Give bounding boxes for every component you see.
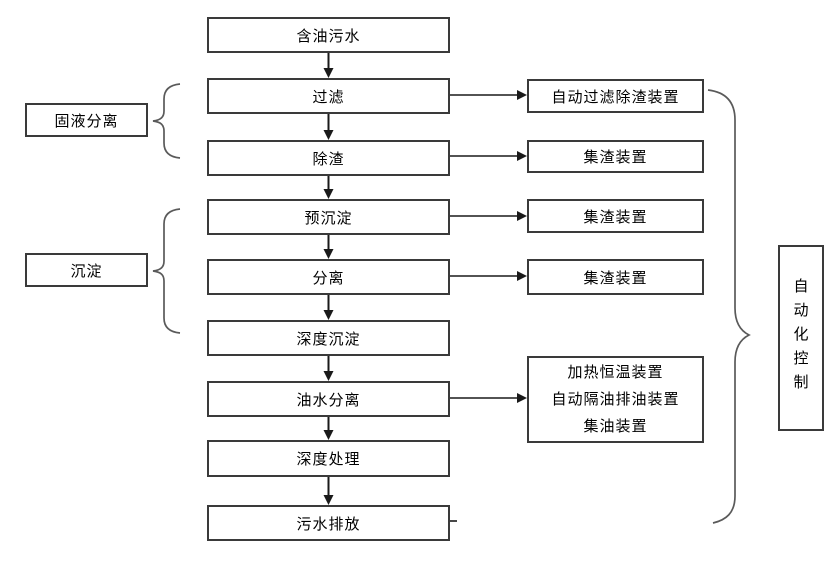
device-label: 集渣装置 <box>583 148 648 166</box>
side-arrow-4 <box>450 271 527 281</box>
brace-automation-control <box>707 89 751 524</box>
step-oily-wastewater: 含油污水 <box>207 17 450 53</box>
step-slag-removal: 除渣 <box>207 140 450 176</box>
step-filtration: 过滤 <box>207 78 450 114</box>
down-arrow-3 <box>323 172 334 199</box>
step-oil-water-separation: 油水分离 <box>207 381 450 417</box>
step-label: 污水排放 <box>296 514 361 533</box>
down-arrow-4 <box>323 233 334 259</box>
side-arrow-2 <box>450 151 527 161</box>
brace-solid-liquid-separation <box>152 83 181 159</box>
down-arrow-6 <box>323 353 334 381</box>
step-label: 油水分离 <box>296 390 361 409</box>
device-label-line: 加热恒温装置 <box>567 363 664 381</box>
stage-label: 沉淀 <box>70 261 103 280</box>
step-pre-sedimentation: 预沉淀 <box>207 199 450 235</box>
device-auto-filter-slag-removal: 自动过滤除渣装置 <box>527 79 704 113</box>
automation-control-label: 自动化控制 <box>791 278 810 398</box>
step-advanced-treatment: 深度处理 <box>207 440 450 477</box>
device-label: 集渣装置 <box>583 268 648 287</box>
side-arrow-5 <box>450 393 527 403</box>
down-arrow-5 <box>323 293 334 320</box>
down-arrow-2 <box>323 113 334 140</box>
device-label-line: 集油装置 <box>583 417 648 435</box>
step-label: 分离 <box>312 268 345 287</box>
step-label: 预沉淀 <box>304 208 353 227</box>
down-arrow-8 <box>323 477 334 505</box>
step-label: 含油污水 <box>296 26 361 45</box>
stage-label-solid-liquid-separation: 固液分离 <box>25 103 148 137</box>
device-slag-collector-2: 集渣装置 <box>527 199 704 233</box>
device-label-line: 自动隔油排油装置 <box>551 390 680 408</box>
step-label: 深度沉淀 <box>296 329 361 348</box>
brace-sedimentation <box>152 208 181 334</box>
device-slag-collector-1: 集渣装置 <box>527 140 704 173</box>
down-arrow-1 <box>323 52 334 78</box>
step-label: 过滤 <box>312 87 345 106</box>
step-separation: 分离 <box>207 259 450 295</box>
side-arrow-1 <box>450 90 527 100</box>
stage-label: 固液分离 <box>54 111 119 130</box>
step-wastewater-discharge: 污水排放 <box>207 505 450 541</box>
down-arrow-7 <box>323 415 334 440</box>
device-slag-collector-3: 集渣装置 <box>527 259 704 295</box>
side-arrow-3 <box>450 211 527 221</box>
stage-label-sedimentation: 沉淀 <box>25 253 148 287</box>
device-label: 自动过滤除渣装置 <box>551 87 680 106</box>
automation-control-box: 自动化控制 <box>778 245 824 431</box>
step-label: 深度处理 <box>296 450 361 468</box>
device-oil-handling-group: 加热恒温装置 自动隔油排油装置 集油装置 <box>527 356 704 443</box>
step-deep-sedimentation: 深度沉淀 <box>207 320 450 356</box>
step-label: 除渣 <box>312 149 345 168</box>
device-label: 集渣装置 <box>583 207 648 226</box>
